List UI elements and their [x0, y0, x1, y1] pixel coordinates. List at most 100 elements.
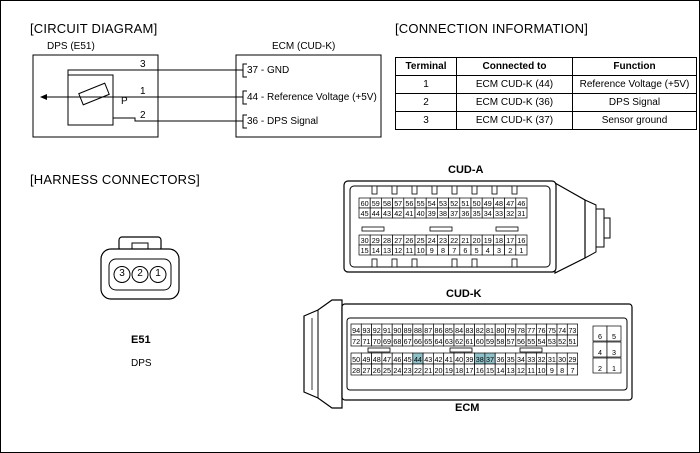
cud-k-pin-label: 47 — [383, 355, 391, 364]
cud-a-pin-label: 43 — [383, 209, 391, 218]
cud-k-pin-label: 59 — [486, 337, 494, 346]
cud-k-pin-label: 24 — [393, 366, 401, 375]
cud-k-pin-label: 92 — [373, 326, 381, 335]
cud-k-pin-label: 66 — [414, 337, 422, 346]
cud-a-pin-label: 36 — [461, 209, 469, 218]
cud-a-pin-label: 38 — [439, 209, 447, 218]
cud-k-pin-label: 90 — [393, 326, 401, 335]
cud-k-pin-label: 25 — [383, 366, 391, 375]
cud-k-side-pin-label: 4 — [598, 348, 602, 357]
cud-a-pin-label: 11 — [406, 246, 413, 255]
cud-a-pin-label: 8 — [441, 246, 445, 255]
cud-k-pin-label: 75 — [548, 326, 556, 335]
cud-k-side-pin — [606, 357, 622, 374]
cud-k-title: CUD-K — [446, 288, 482, 300]
cud-k-pin-label: 27 — [362, 366, 370, 375]
cud-a-pin-label: 9 — [430, 246, 434, 255]
cud-a-pin-label: 48 — [495, 199, 503, 208]
cud-k-pin-label: 38 — [476, 355, 484, 364]
cud-k-side-pin — [606, 341, 622, 358]
wire-signal — [113, 117, 243, 122]
cud-a-pin-label: 7 — [452, 246, 456, 255]
cud-k-pin-label: 76 — [538, 326, 546, 335]
cud-k-pin — [566, 363, 578, 376]
cud-k-pin-label: 26 — [373, 366, 381, 375]
cud-k-pin-label: 19 — [445, 366, 453, 375]
cud-k-pin-label: 69 — [383, 337, 391, 346]
cud-a-pin-label: 58 — [383, 199, 391, 208]
cud-a-pin-label: 22 — [450, 236, 458, 245]
cud-a-pin-label: 51 — [461, 199, 469, 208]
cud-k-pin-label: 61 — [465, 337, 473, 346]
cud-k-pin-label: 14 — [496, 366, 504, 375]
table-cell: 3 — [395, 111, 457, 130]
cud-k-pin-label: 93 — [362, 326, 370, 335]
cud-a-pin-label: 60 — [361, 199, 369, 208]
ecm-pin-44: 44 - Reference Voltage (+5V) — [247, 92, 377, 103]
cud-k-pin-label: 81 — [486, 326, 494, 335]
cud-k-pin-label: 10 — [538, 366, 546, 375]
cud-a-pin — [515, 207, 528, 219]
cud-k-pin-label: 12 — [517, 366, 525, 375]
cud-k-pin-label: 52 — [558, 337, 566, 346]
cud-a-pin-label: 32 — [506, 209, 514, 218]
cud-k-pin-label: 28 — [352, 366, 360, 375]
cud-k-pin-label: 33 — [527, 355, 535, 364]
cud-k-pin-label: 77 — [527, 326, 535, 335]
pressure-sensor-symbol — [78, 82, 110, 106]
cud-k-pin-label: 86 — [435, 326, 443, 335]
cud-a-pin-label: 25 — [417, 236, 425, 245]
cud-a-pin-label: 17 — [506, 236, 514, 245]
cud-k-pin-label: 30 — [558, 355, 566, 364]
cud-a-pin-label: 27 — [394, 236, 402, 245]
cud-a-pin-label: 53 — [439, 199, 447, 208]
cud-k-pin-label: 80 — [496, 326, 504, 335]
cud-k-pin-label: 63 — [445, 337, 453, 346]
cud-a-pin-label: 46 — [517, 199, 525, 208]
circuit-diagram-heading: [CIRCUIT DIAGRAM] — [30, 21, 158, 36]
cud-k-pin-label: 45 — [404, 355, 412, 364]
cud-a-pin-label: 31 — [517, 209, 525, 218]
cud-a-pin-label: 35 — [473, 209, 481, 218]
cud-a-pin-label: 30 — [361, 236, 369, 245]
ecm-connector-label: ECM — [455, 402, 480, 414]
e51-pin-3: 3 — [119, 268, 125, 279]
cud-a-pin-label: 40 — [417, 209, 425, 218]
cud-a-pin-label: 19 — [484, 236, 492, 245]
e51-pin-circle — [149, 266, 167, 283]
cud-k-side-pin-label: 5 — [612, 332, 616, 341]
cud-k-pin-label: 22 — [414, 366, 422, 375]
cud-a-pin-label: 39 — [428, 209, 436, 218]
cud-a-pin-label: 14 — [372, 246, 380, 255]
cud-k-pin-label: 54 — [538, 337, 546, 346]
connection-table: Terminal Connected to Function 1 ECM CUD… — [395, 57, 697, 130]
cud-k-pin-label: 78 — [517, 326, 525, 335]
cud-k-pin-label: 83 — [465, 326, 473, 335]
cud-a-pin-label: 10 — [417, 246, 425, 255]
cud-a-pin-label: 52 — [450, 199, 458, 208]
cud-a-pin-label: 42 — [394, 209, 402, 218]
ecm-box — [235, 54, 382, 138]
cud-k-pin-label: 36 — [496, 355, 504, 364]
sensor-pin-1: 1 — [140, 86, 146, 97]
e51-code: E51 — [131, 334, 151, 346]
cud-k-pin-label: 67 — [404, 337, 412, 346]
cud-k-pin-label: 31 — [548, 355, 556, 364]
ecm-pin-37: 37 - GND — [247, 65, 290, 76]
ecm-pin-36: 36 - DPS Signal — [247, 116, 319, 127]
ecm-pin-bracket — [242, 63, 247, 78]
e51-pin-circle — [131, 266, 149, 283]
cud-k-pin-label: 40 — [455, 355, 463, 364]
cud-a-pin-label: 28 — [383, 236, 391, 245]
cud-k-pin-label: 53 — [548, 337, 556, 346]
cud-k-pin-label: 91 — [383, 326, 391, 335]
cud-k-pin-label: 34 — [517, 355, 525, 364]
cud-k-pin-label: 21 — [424, 366, 432, 375]
cud-a-pin — [515, 244, 528, 256]
cud-k-pin-label: 50 — [352, 355, 360, 364]
cud-a-pin-label: 41 — [405, 209, 413, 218]
sensor-pin-2: 2 — [140, 110, 146, 121]
cud-k-pin-label: 16 — [476, 366, 484, 375]
signal-arrow-head — [40, 94, 47, 100]
